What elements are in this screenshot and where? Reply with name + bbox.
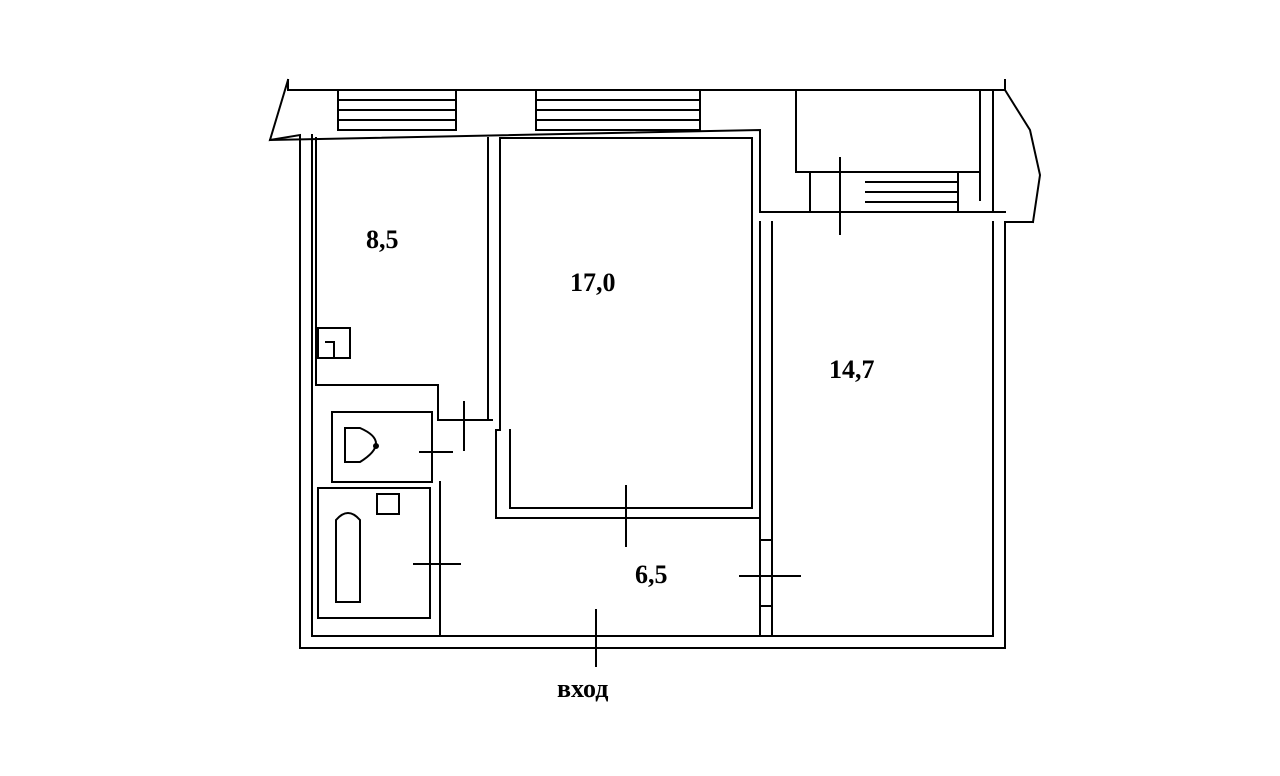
toilet-icon <box>331 411 433 483</box>
balcony <box>795 89 981 235</box>
room-area-bedroom: 14,7 <box>829 355 875 384</box>
window-kitchen <box>337 89 457 131</box>
room-area-kitchen: 8,5 <box>366 225 399 254</box>
outer-walls <box>268 78 1042 649</box>
interior-walls <box>315 137 773 637</box>
door-markers <box>413 401 801 667</box>
bathtub-icon <box>317 487 431 619</box>
entrance-label: вход <box>557 674 609 703</box>
stove-icon <box>317 327 351 359</box>
room-area-hall: 6,5 <box>635 560 668 589</box>
window-living-room <box>535 89 701 131</box>
room-area-living-room: 17,0 <box>570 268 616 297</box>
